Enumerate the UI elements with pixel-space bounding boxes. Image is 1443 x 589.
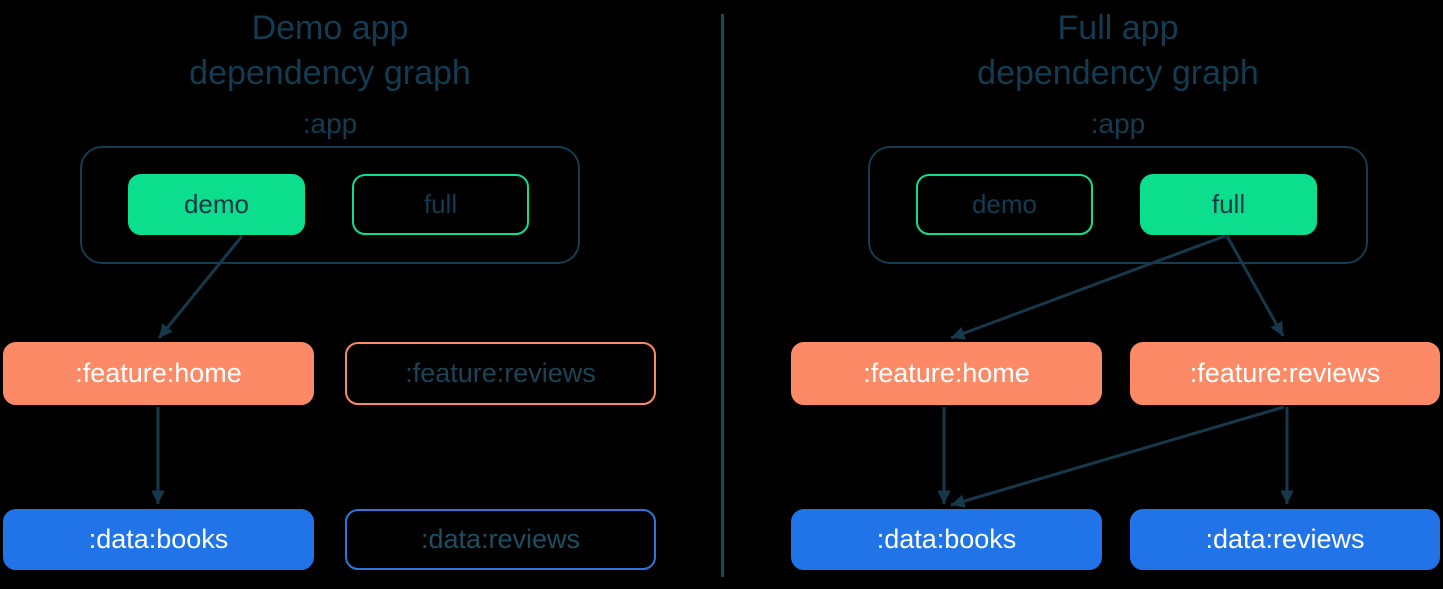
full-panel-node-data-books: :data:books	[791, 509, 1102, 570]
demo-panel-node-feature-reviews: :feature:reviews	[345, 342, 656, 405]
demo-panel-node-data-reviews-label: :data:reviews	[420, 524, 581, 554]
full-panel-node-data-reviews: :data:reviews	[1130, 509, 1440, 570]
full-panel-title: Full app dependency graph	[843, 6, 1393, 96]
demo-app-group-label: :app	[302, 108, 358, 139]
demo-panel-node-feature-home: :feature:home	[3, 342, 314, 405]
demo-panel-title-line2: dependency graph	[189, 54, 471, 92]
full-app-group-label: :app	[1090, 108, 1146, 139]
demo-panel-node-data-books-label: :data:books	[88, 524, 229, 554]
demo-panel-node-data-books: :data:books	[3, 509, 314, 570]
panel-divider	[721, 14, 724, 577]
full-panel-node-data-reviews-label: :data:reviews	[1205, 524, 1365, 554]
demo-panel-node-feature-reviews-label: :feature:reviews	[405, 358, 596, 388]
demo-panel-node-feature-home-label: :feature:home	[75, 358, 242, 388]
full-panel-title-line2: dependency graph	[977, 54, 1259, 92]
full-panel-variant-full-label: full	[1211, 189, 1246, 219]
demo-app-group-box	[80, 146, 580, 264]
demo-panel-variant-full-label: full	[423, 189, 458, 219]
full-panel-title-line1: Full app	[1057, 9, 1179, 47]
full-panel-node-feature-reviews: :feature:reviews	[1130, 342, 1440, 405]
demo-panel-title: Demo app dependency graph	[55, 6, 605, 96]
demo-panel-variant-full: full	[352, 174, 529, 235]
full-panel-variant-full: full	[1140, 174, 1317, 235]
demo-panel-variant-demo: demo	[128, 174, 305, 235]
full-panel-variant-demo-label: demo	[971, 189, 1038, 219]
demo-panel-node-data-reviews: :data:reviews	[345, 509, 656, 570]
demo-panel-variant-demo-label: demo	[183, 189, 250, 219]
edge-full-:feature:reviews-to-:data:books	[950, 405, 1285, 508]
full-panel-node-data-books-label: :data:books	[876, 524, 1017, 554]
full-panel-node-feature-reviews-label: :feature:reviews	[1189, 358, 1381, 388]
full-panel-variant-demo: demo	[916, 174, 1093, 235]
demo-panel-title-line1: Demo app	[251, 9, 409, 47]
full-panel-node-feature-home: :feature:home	[791, 342, 1102, 405]
full-panel-node-feature-home-label: :feature:home	[863, 358, 1030, 388]
